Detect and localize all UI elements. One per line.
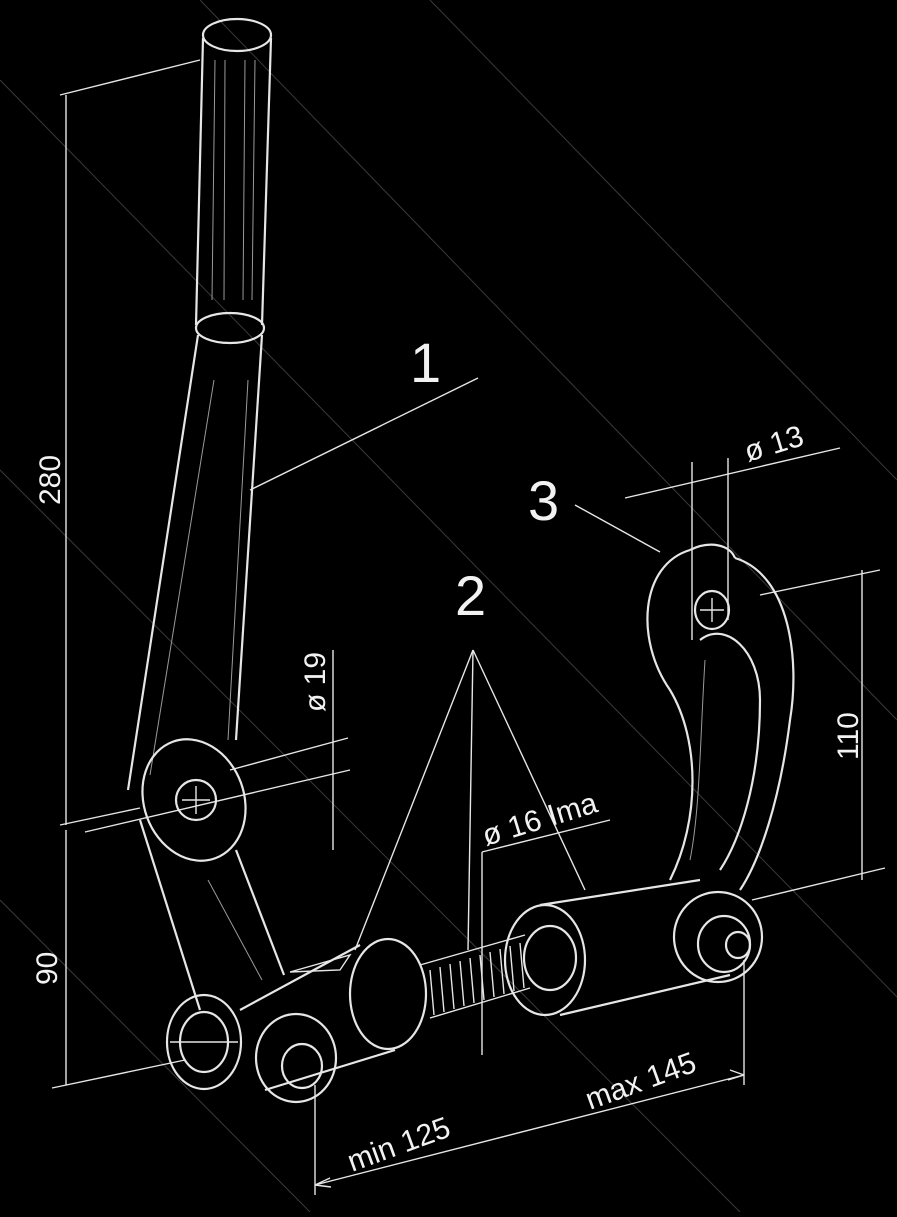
dim-height-lower: 90 [31, 952, 64, 985]
sleeve-left [239, 937, 428, 1104]
dim-hook-hole: ø 13 [740, 420, 807, 469]
dim-thread: ø 16 Ima [478, 786, 601, 852]
lever-arm [126, 334, 286, 1011]
dim-length-max: max 145 [581, 1046, 700, 1116]
label-part-2: 2 [455, 564, 486, 627]
label-part-1: 1 [410, 331, 441, 394]
lever-handle [194, 17, 273, 345]
dim-length-min: min 125 [343, 1111, 455, 1179]
threaded-rod [419, 934, 531, 1019]
hook-shackle [646, 543, 795, 891]
dim-hook-height: 110 [832, 712, 865, 760]
label-part-3: 3 [528, 469, 559, 532]
dimension-lines [51, 59, 886, 1195]
dim-bore-diameter: ø 19 [299, 652, 332, 712]
lower-roller-left [165, 993, 243, 1091]
dim-height-upper: 280 [34, 455, 67, 505]
sleeve-right [503, 878, 764, 1017]
